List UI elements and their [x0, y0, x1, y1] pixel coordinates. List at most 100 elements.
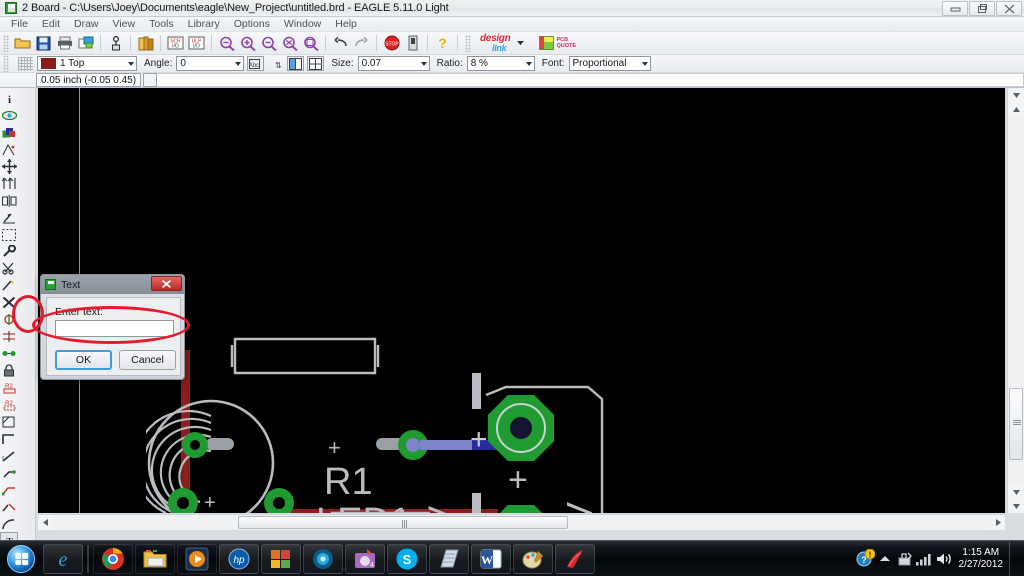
print-preview-icon[interactable]: [76, 34, 95, 53]
smash-icon[interactable]: R2: [0, 396, 18, 413]
taskbar-windows-explorer-icon[interactable]: [135, 543, 175, 574]
add-icon[interactable]: [0, 311, 18, 328]
menu-edit[interactable]: Edit: [41, 17, 61, 30]
align-grid-icon[interactable]: [307, 56, 325, 71]
route-icon[interactable]: [0, 464, 18, 481]
chevron-down-icon[interactable]: [511, 34, 530, 53]
grid-icon[interactable]: [18, 56, 33, 71]
cut-icon[interactable]: [0, 260, 18, 277]
text-input[interactable]: [55, 320, 174, 337]
battery-pad-negative[interactable]: [488, 505, 554, 513]
menu-tools[interactable]: Tools: [149, 17, 174, 30]
trace-left-vertical[interactable]: [181, 350, 190, 513]
library-icon[interactable]: [136, 34, 155, 53]
close-button[interactable]: [996, 1, 1022, 16]
taskbar-eagle-icon[interactable]: [555, 543, 595, 574]
scroll-down-arrow[interactable]: [1008, 485, 1024, 499]
taskbar-skype-icon[interactable]: S: [387, 543, 427, 574]
airwire-segment[interactable]: [420, 440, 472, 450]
taskbar-clock[interactable]: 1:15 AM 2/27/2012: [955, 547, 1010, 571]
align-left-icon[interactable]: [287, 56, 305, 71]
designlink-grip[interactable]: [465, 34, 471, 52]
action-center-icon[interactable]: ?!: [855, 548, 875, 570]
angle-select[interactable]: 0: [176, 56, 245, 71]
taskbar-hp-support-icon[interactable]: hp: [219, 543, 259, 574]
command-line-input[interactable]: [157, 73, 1024, 87]
horizontal-scroll-thumb[interactable]: [238, 516, 568, 529]
show-hidden-icons-icon[interactable]: [875, 548, 895, 570]
menu-file[interactable]: File: [11, 17, 28, 30]
menu-help[interactable]: Help: [335, 17, 357, 30]
delete-icon[interactable]: [0, 294, 18, 311]
zoom-in-icon[interactable]: [238, 34, 257, 53]
open-icon[interactable]: [13, 34, 32, 53]
menu-library[interactable]: Library: [187, 17, 220, 30]
split-icon[interactable]: [0, 430, 18, 447]
ok-button[interactable]: OK: [55, 350, 112, 370]
copy-icon[interactable]: [0, 175, 18, 192]
taskbar-google-chrome-icon[interactable]: [93, 543, 133, 574]
spin-text-icon[interactable]: ⇅: [267, 56, 284, 71]
rotate-icon[interactable]: [0, 209, 18, 226]
help-icon[interactable]: ?: [433, 34, 452, 53]
coordinate-mode-button[interactable]: [143, 73, 158, 87]
wire-icon[interactable]: [0, 481, 18, 498]
group-icon[interactable]: [0, 226, 18, 243]
scroll-bottom-arrow[interactable]: [1008, 499, 1024, 513]
mark-icon[interactable]: [0, 141, 18, 158]
safely-remove-hardware-icon[interactable]: [895, 548, 915, 570]
show-desktop-button[interactable]: [1009, 541, 1018, 576]
size-select[interactable]: 0.07: [357, 56, 430, 71]
param-toolbar-grip[interactable]: [3, 55, 9, 72]
taskbar-internet-explorer-icon[interactable]: e: [43, 543, 83, 574]
scroll-up-arrow[interactable]: [1008, 102, 1024, 116]
move-icon[interactable]: [0, 158, 18, 175]
scroll-left-arrow[interactable]: [38, 515, 52, 530]
minimize-button[interactable]: [942, 1, 968, 16]
trace-bottom-horizontal[interactable]: [283, 509, 498, 513]
zoom-select-icon[interactable]: [301, 34, 320, 53]
taskbar-bluetooth-icon[interactable]: [303, 543, 343, 574]
value-icon[interactable]: R2: [0, 379, 18, 396]
show-icon[interactable]: [0, 107, 18, 124]
save-icon[interactable]: [34, 34, 53, 53]
menu-view[interactable]: View: [112, 17, 136, 30]
canvas-vertical-scrollbar[interactable]: [1007, 88, 1024, 513]
taskbar-office-icon[interactable]: [261, 543, 301, 574]
taskbar-photo-app-icon[interactable]: 4: [345, 543, 385, 574]
zoom-redraw-icon[interactable]: [280, 34, 299, 53]
toolbar-grip[interactable]: [3, 34, 9, 52]
taskbar-paint-icon[interactable]: [513, 543, 553, 574]
scroll-top-arrow[interactable]: [1008, 88, 1024, 102]
optimize-icon[interactable]: [0, 447, 18, 464]
ratio-select[interactable]: 8 %: [466, 56, 535, 71]
canvas-horizontal-scrollbar[interactable]: [38, 514, 1005, 530]
ripup-icon[interactable]: [0, 498, 18, 515]
name-icon[interactable]: [0, 345, 18, 362]
layer-select[interactable]: 1 Top: [37, 56, 137, 71]
text-dialog-close-button[interactable]: [151, 276, 182, 291]
change-icon[interactable]: [0, 243, 18, 260]
vertical-scroll-thumb[interactable]: [1009, 388, 1023, 460]
taskbar-microsoft-word-icon[interactable]: W: [471, 543, 511, 574]
info-icon[interactable]: i: [0, 90, 18, 107]
undo-icon[interactable]: [331, 34, 350, 53]
taskbar-media-player-icon[interactable]: [177, 543, 217, 574]
pcb-canvas[interactable]: + + +: [38, 88, 1005, 513]
redo-icon[interactable]: [352, 34, 371, 53]
design-link-button[interactable]: design link: [480, 33, 511, 53]
mirror-icon[interactable]: [0, 192, 18, 209]
menu-draw[interactable]: Draw: [74, 17, 99, 30]
print-icon[interactable]: [55, 34, 74, 53]
font-select[interactable]: Proportional: [568, 56, 651, 71]
restore-button[interactable]: [969, 1, 995, 16]
zoom-fit-icon[interactable]: [217, 34, 236, 53]
arc-icon[interactable]: [0, 515, 18, 532]
menu-options[interactable]: Options: [233, 17, 270, 30]
menu-window[interactable]: Window: [283, 17, 322, 30]
zoom-out-icon[interactable]: [259, 34, 278, 53]
display-layers-icon[interactable]: [0, 124, 18, 141]
scroll-right-arrow[interactable]: [991, 515, 1005, 530]
